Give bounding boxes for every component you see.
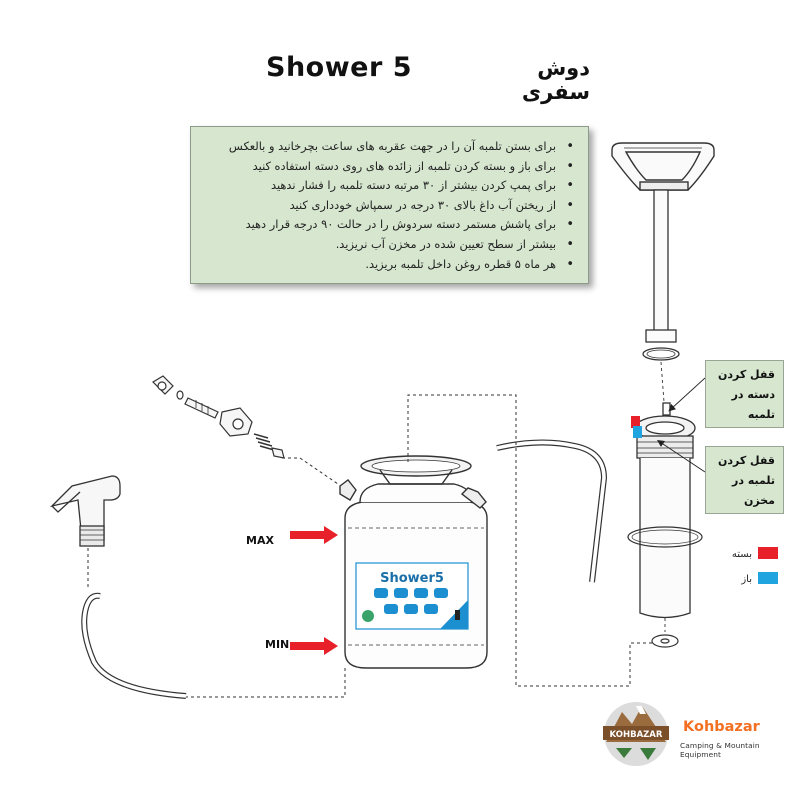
callout-line: قفل کردن (717, 454, 775, 467)
pump-rod (642, 189, 680, 361)
shower-head (49, 475, 121, 547)
min-level-label: MIN (265, 638, 290, 651)
instruction-item: برای پاشش مستمر دسته سردوش را در حالت ۹۰… (201, 215, 574, 235)
instructions-list: برای بستن تلمبه آن را در جهت عقربه های س… (201, 137, 574, 274)
legend-label-open: باز (741, 574, 752, 585)
tank-label-panel: Shower5 (355, 562, 469, 630)
instruction-item: برای پمپ کردن بیشتر از ۳۰ مرتبه دسته تلم… (201, 176, 574, 196)
instruction-item: هر ماه ۵ قطره روغن داخل تلمبه بریزید. (201, 255, 574, 275)
title-persian: دوش سفری (521, 56, 590, 104)
legend-swatch-open (758, 572, 778, 584)
legend-label-closed: بسته (731, 549, 752, 560)
callout-leader (668, 377, 706, 412)
pump-handle (611, 142, 715, 191)
legend-swatch-closed (758, 547, 778, 559)
brand-badge-text: KOHBAZAR (610, 730, 663, 740)
instruction-item: از ریختن آب داغ بالای ۳۰ درجه در سمپاش خ… (201, 196, 574, 216)
callout-line: مخزن (744, 494, 775, 507)
pump-cylinder (627, 402, 703, 619)
title-english: Shower 5 (266, 52, 412, 83)
callout-lock-pump: قفل کردن تلمبه در مخزن (705, 446, 784, 514)
instruction-item: برای بستن تلمبه آن را در جهت عقربه های س… (201, 137, 574, 157)
max-level-label: MAX (246, 534, 274, 547)
callout-line: قفل کردن (717, 368, 775, 381)
instructions-box: برای بستن تلمبه آن را در جهت عقربه های س… (190, 126, 589, 284)
instruction-item: برای باز و بسته کردن تلمبه از زائده های … (201, 157, 574, 177)
shower-hose (81, 592, 187, 699)
callout-line: دسته در (731, 388, 775, 401)
brand-tagline: Camping & Mountain Equipment (680, 741, 760, 759)
tank-label-text: Shower5 (380, 571, 444, 586)
callout-line: تلمبه (747, 408, 775, 421)
connection-lines (87, 394, 652, 698)
brand-logo: KOHBAZAR (603, 702, 669, 766)
water-tank (339, 455, 488, 669)
hose (496, 439, 608, 583)
callout-leader (657, 440, 706, 473)
max-arrow (290, 526, 338, 544)
instruction-item: بیشتر از سطح تعیین شده در مخزن آب نریزید… (201, 235, 574, 255)
callout-lock-handle: قفل کردن دسته در تلمبه (705, 360, 784, 428)
min-arrow (290, 637, 338, 655)
pump-valve-washer (651, 634, 679, 648)
nozzle-parts (152, 375, 285, 459)
callout-line: تلمبه در (732, 474, 775, 487)
brand-name: Kohbazar (683, 719, 760, 735)
